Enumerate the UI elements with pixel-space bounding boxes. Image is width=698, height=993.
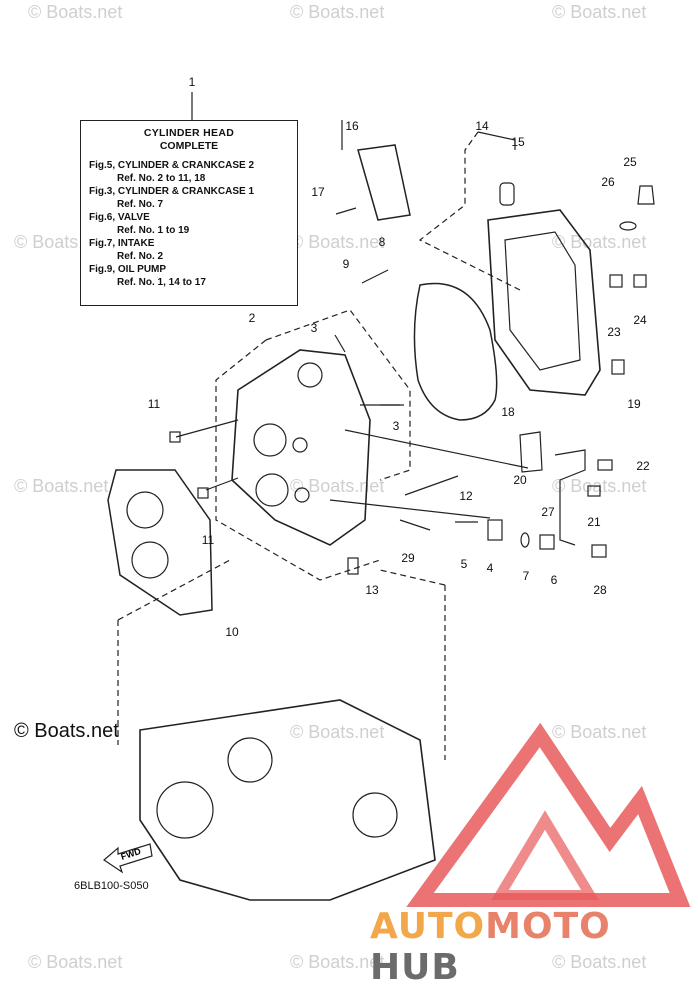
line-art: [107, 92, 655, 901]
callout-20: 20: [513, 473, 527, 487]
callout-2: 2: [249, 311, 256, 325]
callout-12: 12: [459, 489, 473, 503]
box-line: Fig.5, CYLINDER & CRANKCASE 2: [89, 160, 255, 171]
callout-23: 23: [607, 325, 621, 339]
callout-1: 1: [189, 75, 196, 89]
callout-24: 24: [633, 313, 647, 327]
callout-17: 17: [311, 185, 325, 199]
diagram-code: 6BLB100-S050: [74, 880, 149, 892]
fwd-arrow-icon: FWD: [103, 843, 153, 874]
watermark-text: © Boats.net: [552, 232, 646, 252]
watermark-text: © Boats.net: [290, 2, 384, 22]
box-line: Ref. No. 1 to 19: [117, 225, 190, 236]
callout-15: 15: [511, 135, 525, 149]
callout-4: 4: [487, 561, 494, 575]
callout-10: 10: [225, 625, 239, 639]
callout-26: 26: [601, 175, 615, 189]
callout-29: 29: [401, 551, 415, 565]
box-line: Fig.7, INTAKE: [89, 238, 155, 249]
callout-3: 3: [393, 419, 400, 433]
box-line: Fig.3, CYLINDER & CRANKCASE 1: [89, 186, 255, 197]
callout-14: 14: [475, 119, 489, 133]
box-title: CYLINDER HEAD: [143, 127, 235, 139]
automotohub-logo-mark: [406, 722, 691, 907]
callout-27: 27: [541, 505, 555, 519]
callout-11: 11: [148, 397, 161, 411]
logo-part-auto: AUTO: [370, 906, 486, 947]
box-line: Ref. No. 2 to 11, 18: [117, 173, 206, 184]
logo-part-moto: MOTO: [485, 906, 611, 947]
box-line: Fig.6, VALVE: [89, 212, 150, 223]
watermark-text: © Boats.net: [14, 476, 108, 496]
watermark-text: © Boats.net: [552, 722, 646, 742]
watermark-text: © Boats.net: [552, 2, 646, 22]
callout-18: 18: [501, 405, 515, 419]
watermark-text: © Boats.net: [290, 232, 384, 252]
box-lines: Fig.5, CYLINDER & CRANKCASE 2 Ref. No. 2 …: [89, 159, 289, 289]
watermark-text: © Boats.net: [28, 2, 122, 22]
callout-11: 11: [202, 533, 215, 547]
box-line: Ref. No. 1, 14 to 17: [117, 277, 206, 288]
callout-22: 22: [636, 459, 650, 473]
callout-13: 13: [365, 583, 379, 597]
watermark-text: © Boats.net: [290, 722, 384, 742]
callout-8: 8: [379, 235, 386, 249]
logo-part-hub: HUB: [370, 947, 460, 988]
watermark-text: © Boats.net: [552, 952, 646, 972]
watermark-text: © Boats.net: [28, 952, 122, 972]
box-line: Ref. No. 2: [117, 251, 164, 262]
callout-7: 7: [523, 569, 530, 583]
box-subtitle: COMPLETE: [159, 140, 219, 152]
callout-19: 19: [627, 397, 641, 411]
watermark-text: © Boats.net: [290, 476, 384, 496]
callout-5: 5: [461, 557, 468, 571]
automotohub-logo-text: AUTOMOTO HUB: [370, 906, 698, 988]
box-line: Fig.9, OIL PUMP: [89, 264, 167, 275]
boats-watermark-large: © Boats.net: [14, 720, 119, 742]
callout-28: 28: [593, 583, 607, 597]
watermark-text: © Boats.net: [290, 952, 384, 972]
callout-9: 9: [343, 257, 350, 271]
callout-labels: 1233456789101111121314151617181920212223…: [148, 75, 650, 639]
box-line: Ref. No. 7: [117, 199, 164, 210]
reference-box: CYLINDER HEAD COMPLETE Fig.5, CYLINDER &…: [80, 120, 298, 306]
callout-16: 16: [345, 119, 359, 133]
callout-3: 3: [311, 321, 318, 335]
callout-25: 25: [623, 155, 637, 169]
callout-21: 21: [587, 515, 601, 529]
callout-6: 6: [551, 573, 558, 587]
